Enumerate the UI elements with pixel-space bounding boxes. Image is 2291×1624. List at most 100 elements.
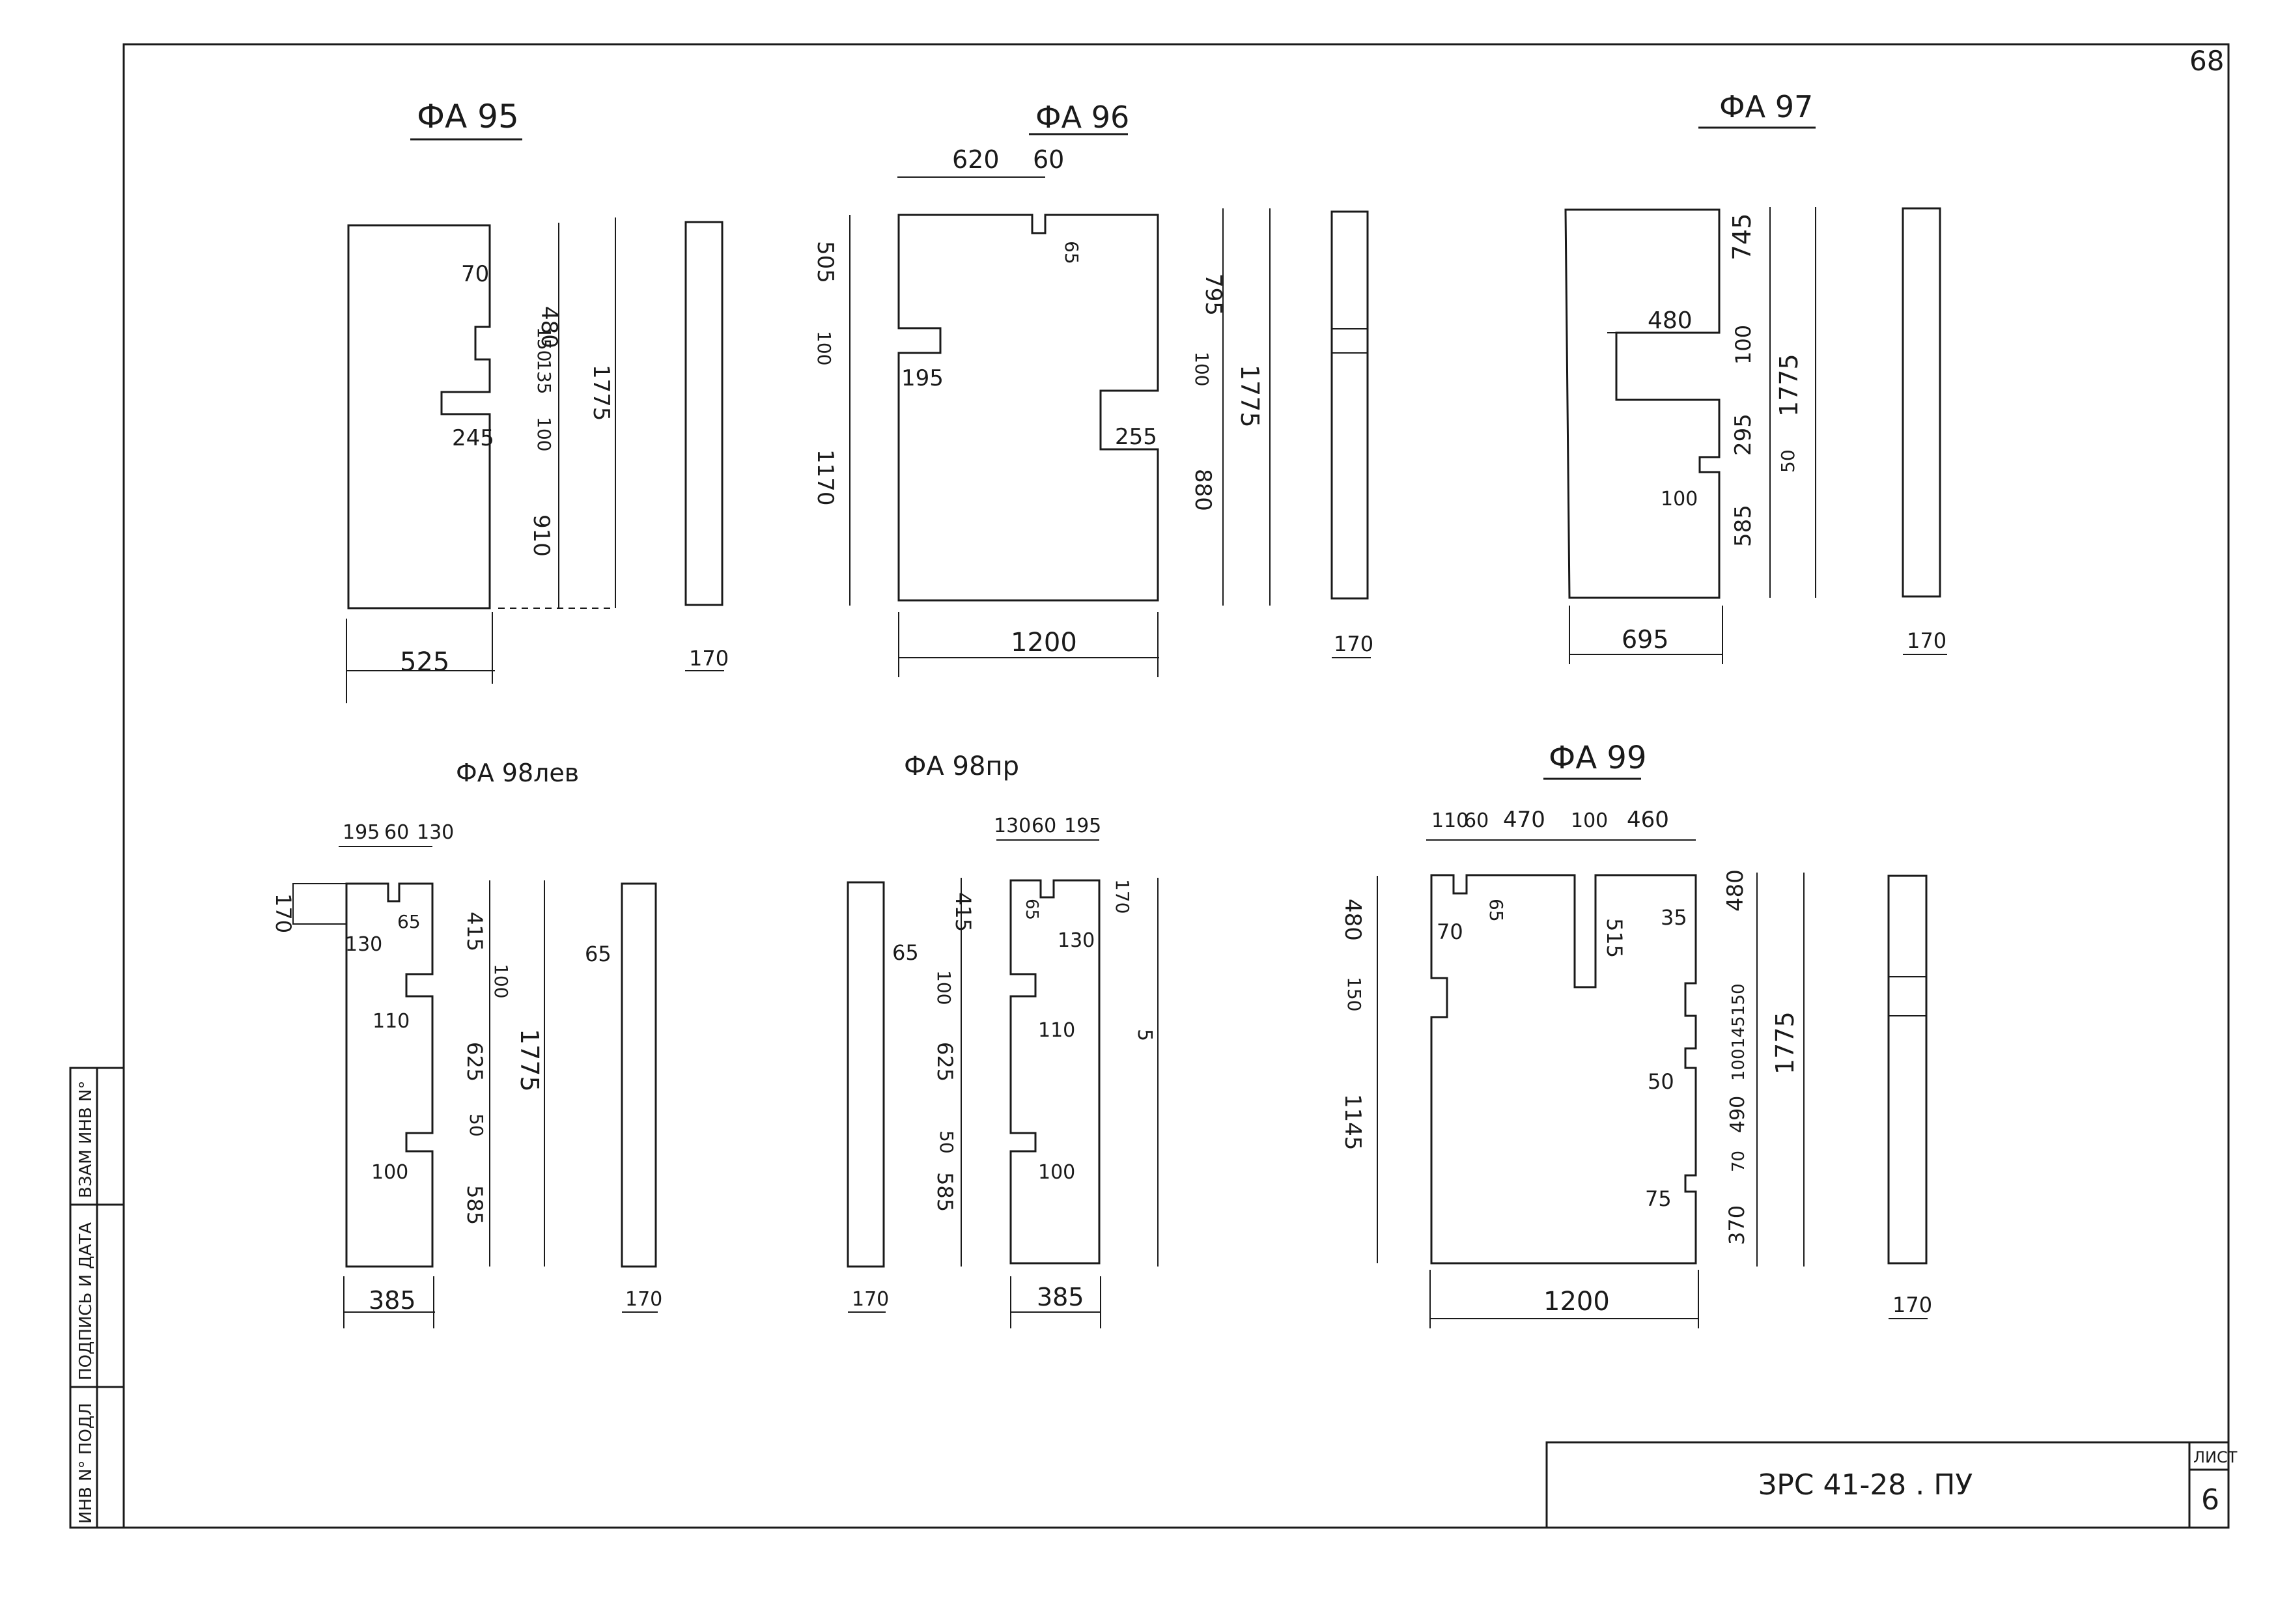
dimension-label: 480	[1722, 869, 1749, 912]
dimension-label: 1775	[515, 1029, 544, 1092]
dimension-label: 130	[417, 821, 454, 844]
dimension-label: 65	[1061, 241, 1082, 264]
panel-fa99: ФА 99 110 60 470 100 460 480 65 515 35 4…	[1340, 740, 1932, 1328]
panel-title: ФА 95	[417, 98, 519, 135]
panel-elevation-outline	[1430, 874, 1697, 1265]
panel-fa97: ФА 97 480 745 100 1775 295 50 100 585 69…	[1564, 89, 1947, 664]
dimension-label: 100	[533, 417, 555, 451]
dimension-label: 65	[585, 942, 611, 966]
dimension-label: 100	[1729, 1048, 1749, 1081]
panel-title: ФА 98лев	[456, 759, 579, 787]
dimension-label: 620	[952, 145, 1000, 174]
dimension-label: 745	[1728, 213, 1756, 260]
panel-title: ФА 98пр	[904, 751, 1019, 781]
dimension-label: 525	[400, 647, 449, 677]
panel-fa98pr: ФА 98пр 130 60 195 415 65 170 130 65 100…	[847, 751, 1159, 1328]
dimension-label: 50	[1648, 1069, 1674, 1094]
dimension-label: 150	[1343, 977, 1365, 1011]
panel-elevation-outline	[1564, 208, 1721, 599]
dimension-label: 170	[1907, 628, 1947, 653]
dimension-label: 880	[1190, 469, 1216, 511]
panel-fa95: ФА 95 70 480 150 135 100 1775 245 910 52…	[346, 98, 729, 703]
dimension-label: 130	[1058, 929, 1095, 952]
panel-section-outline	[847, 881, 885, 1268]
dimension-label: 5	[1133, 1029, 1156, 1041]
stamp-cell-label: ВЗАМ ИНВ N°	[76, 1080, 96, 1198]
dimension-label: 480	[1340, 899, 1366, 941]
dimension-label: 910	[528, 514, 554, 557]
stamp-cell-label: ПОДПИСЬ И ДАТА	[76, 1222, 96, 1380]
panel-section-outline	[1902, 207, 1941, 598]
dimension-label: 70	[461, 261, 489, 287]
dimension-label: 585	[933, 1172, 957, 1212]
panel-section-outline	[684, 221, 724, 606]
dimension-label: 100	[371, 1161, 408, 1184]
dimension-label: 65	[1485, 899, 1507, 922]
dimension-label: 150	[1729, 983, 1749, 1016]
dimension-label: 170	[1112, 879, 1133, 914]
panel-fa96: ФА 96 620 60 505 65 795 100 195 100 1775…	[812, 100, 1373, 677]
dimension-label: 50	[1777, 449, 1799, 473]
dimension-label: 170	[1892, 1293, 1932, 1317]
title-block	[1545, 1441, 2230, 1529]
dimension-label: 100	[1571, 809, 1608, 832]
document-code: ЗРС 41-28 . ПУ	[1758, 1468, 1973, 1502]
dimension-label: 70	[1437, 919, 1463, 944]
stamp-cell-label: ИНВ N° ПОДЛ	[76, 1403, 96, 1524]
dimension-label: 170	[1334, 632, 1373, 656]
dimension-label: 60	[1032, 815, 1056, 837]
dimension-label: 795	[1200, 273, 1226, 316]
dimension-label: 130	[345, 933, 382, 956]
dimension-label: 1170	[812, 449, 838, 506]
dimension-label: 50	[936, 1130, 957, 1154]
profile-detail	[292, 883, 347, 925]
dimension-label: 70	[1729, 1151, 1749, 1172]
dimension-label: 515	[1602, 918, 1627, 958]
dimension-label: 100	[1191, 352, 1213, 386]
dimension-label: 625	[462, 1042, 487, 1082]
dimension-label: 170	[852, 1288, 889, 1311]
dimension-label: 385	[369, 1286, 416, 1315]
dimension-label: 585	[1730, 505, 1756, 547]
panel-title: ФА 97	[1719, 89, 1813, 124]
dimension-label: 1200	[1011, 628, 1077, 658]
dimension-label: 100	[1661, 488, 1698, 511]
dimension-label: 65	[892, 940, 919, 965]
panel-fa98lev: ФА 98лев 195 60 130 170 130 65 415 100 1…	[271, 759, 662, 1328]
dimension-label: 195	[1064, 815, 1101, 837]
panel-elevation-outline	[1009, 879, 1101, 1265]
dimension-label: 460	[1627, 807, 1669, 833]
dimension-label: 370	[1724, 1205, 1749, 1245]
dimension-label: 100	[1038, 1161, 1075, 1184]
dimension-label: 1775	[588, 365, 614, 421]
dimension-label: 35	[1661, 905, 1687, 930]
dimension-label: 470	[1503, 807, 1545, 833]
dimension-label: 145	[1729, 1016, 1749, 1048]
dimension-label: 60	[1033, 145, 1064, 174]
dimension-label: 150	[533, 327, 555, 361]
panel-section-outline	[1330, 210, 1369, 600]
dimension-label: 50	[466, 1113, 487, 1137]
dimension-label: 60	[384, 821, 409, 844]
dimension-label: 75	[1645, 1186, 1672, 1211]
dimension-label: 65	[1022, 899, 1041, 920]
dimension-label: 110	[1431, 809, 1469, 832]
panel-title: ФА 99	[1549, 740, 1647, 776]
page-number: 68	[2189, 45, 2224, 77]
dimension-label: 505	[812, 241, 838, 283]
dimension-label: 415	[951, 892, 976, 932]
panel-title: ФА 96	[1035, 100, 1129, 135]
dimension-label: 415	[462, 912, 487, 951]
sheet-label: ЛИСТ	[2193, 1448, 2238, 1466]
dimension-label: 1775	[1235, 365, 1264, 428]
dimension-label: 480	[1648, 307, 1693, 334]
sheet-frame	[122, 43, 2230, 1529]
dimension-label: 130	[994, 815, 1031, 837]
dimension-label: 195	[343, 821, 380, 844]
dimension-label: 480	[536, 306, 562, 348]
panel-elevation-outline	[347, 224, 491, 609]
dimension-label: 170	[625, 1288, 662, 1311]
dimension-label: 625	[933, 1042, 957, 1082]
dimension-label: 100	[1731, 325, 1756, 365]
